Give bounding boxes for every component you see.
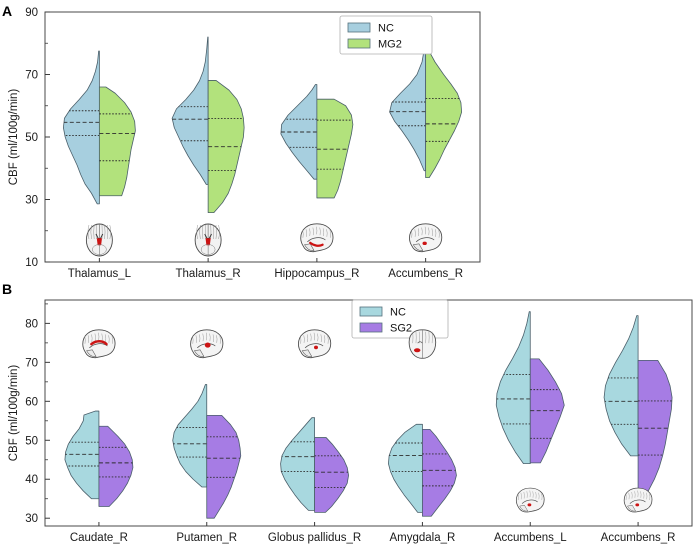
brain-thumbnail-globus-pallidus-r-sagittal [298,329,332,359]
violin-nc-amygdala-r [388,423,423,513]
violin-body [280,84,318,180]
legend-label-sg2: SG2 [390,323,412,335]
legend-swatch-nc [347,22,371,33]
violin-body [98,425,134,507]
legend-label-nc: NC [378,23,394,35]
brain-thumbnail-accumbens-r-sagittal [623,487,653,513]
y-tick-label: 70 [25,357,38,369]
x-axis-label-globus-pallidus-r: Globus pallidus_R [268,532,361,544]
violin-mg2-thalamus-r [207,80,245,214]
violin-body [172,384,208,488]
violin-body [389,37,427,172]
panel-b-letter: B [2,281,13,297]
panel-a-brain-thumbnails [85,223,443,257]
violin-mg2-hippocampus-r [316,98,354,199]
y-tick-label: 40 [25,474,38,486]
violin-body [495,311,531,465]
y-tick-label: 80 [25,318,38,330]
violin-nc-putamen-r [172,384,208,488]
violin-body [280,417,315,511]
brain-thumbnail-hippocampus-r-sagittal [300,223,334,253]
y-tick-label: 60 [25,396,38,408]
brain-thumbnail-accumbens-r-sagittal [409,223,443,253]
x-axis-label-thalamus-r: Thalamus_R [176,268,241,280]
violin-nc-thalamus-l [62,50,100,205]
legend-swatch-nc [359,306,383,317]
violin-sg2-globus-pallidus-r [314,437,349,513]
y-tick-label: 50 [25,435,38,447]
y-tick-label: 50 [25,132,38,144]
x-axis-label-accumbens-r: Accumbens_R [601,532,676,544]
x-axis-label-putamen-r: Putamen_R [176,532,237,544]
y-tick-label: 70 [25,70,38,82]
x-axis-label-hippocampus-r: Hippocampus_R [274,268,359,280]
violin-sg2-accumbens-r [637,360,673,492]
y-tick-label: 30 [25,513,38,525]
violin-body [316,98,354,199]
panel-b-brain-thumbnails [82,329,653,513]
legend: NC SG2 [351,299,449,339]
violin-body [388,423,423,513]
x-axis-label-amygdala-r: Amygdala_R [389,532,455,544]
violin-mg2-accumbens-r [425,42,463,179]
violin-body [64,410,100,500]
brain-thumbnail-amygdala-r-coronal [408,329,437,359]
violin-sg2-caudate-r [98,425,134,507]
violin-body [171,36,209,185]
violin-nc-caudate-r [64,410,100,500]
violin-nc-accumbens-l [495,311,531,465]
y-tick-label: 90 [25,7,38,19]
x-axis-label-accumbens-r: Accumbens_R [388,268,463,280]
violin-sg2-amygdala-r [422,428,457,517]
brain-thumbnail-accumbens-l-sagittal [515,487,545,513]
violin-body [422,428,457,517]
y-tick-label: 30 [25,195,38,207]
violin-sg2-accumbens-l [529,358,565,464]
violin-body [206,414,242,519]
panel-a-letter: A [2,3,13,19]
violin-body [529,358,565,464]
y-tick-label: 10 [25,257,38,269]
legend-label-nc: NC [390,307,406,319]
legend-swatch-sg2 [359,322,383,333]
brain-thumbnail-thalamus-l-axial [85,223,113,257]
x-axis-label-thalamus-l: Thalamus_L [68,268,132,280]
legend-label-mg2: MG2 [378,39,402,51]
violin-nc-globus-pallidus-r [280,417,315,511]
violin-body [603,315,639,457]
violin-nc-accumbens-r [389,37,427,172]
violin-body [62,50,100,205]
violin-nc-hippocampus-r [280,84,318,180]
violin-body [637,360,673,492]
violin-body [425,42,463,179]
violin-nc-accumbens-r [603,315,639,457]
violin-nc-thalamus-r [171,36,209,185]
y-axis-title: CBF (ml/100g/min) [8,365,20,462]
x-axis-label-accumbens-l: Accumbens_L [494,532,567,544]
violin-body [98,86,136,197]
y-axis-title: CBF (ml/100g/min) [8,89,20,186]
legend: NC MG2 [339,15,433,55]
violin-sg2-putamen-r [206,414,242,519]
legend-swatch-mg2 [347,38,371,49]
brain-thumbnail-putamen-r-sagittal [190,329,224,359]
violin-mg2-thalamus-l [98,86,136,197]
violin-body [207,80,245,214]
violin-body [314,437,349,513]
brain-thumbnail-caudate-r-sagittal [82,329,116,359]
x-axis-label-caudate-r: Caudate_R [70,532,128,544]
brain-thumbnail-thalamus-r-axial [194,223,222,257]
